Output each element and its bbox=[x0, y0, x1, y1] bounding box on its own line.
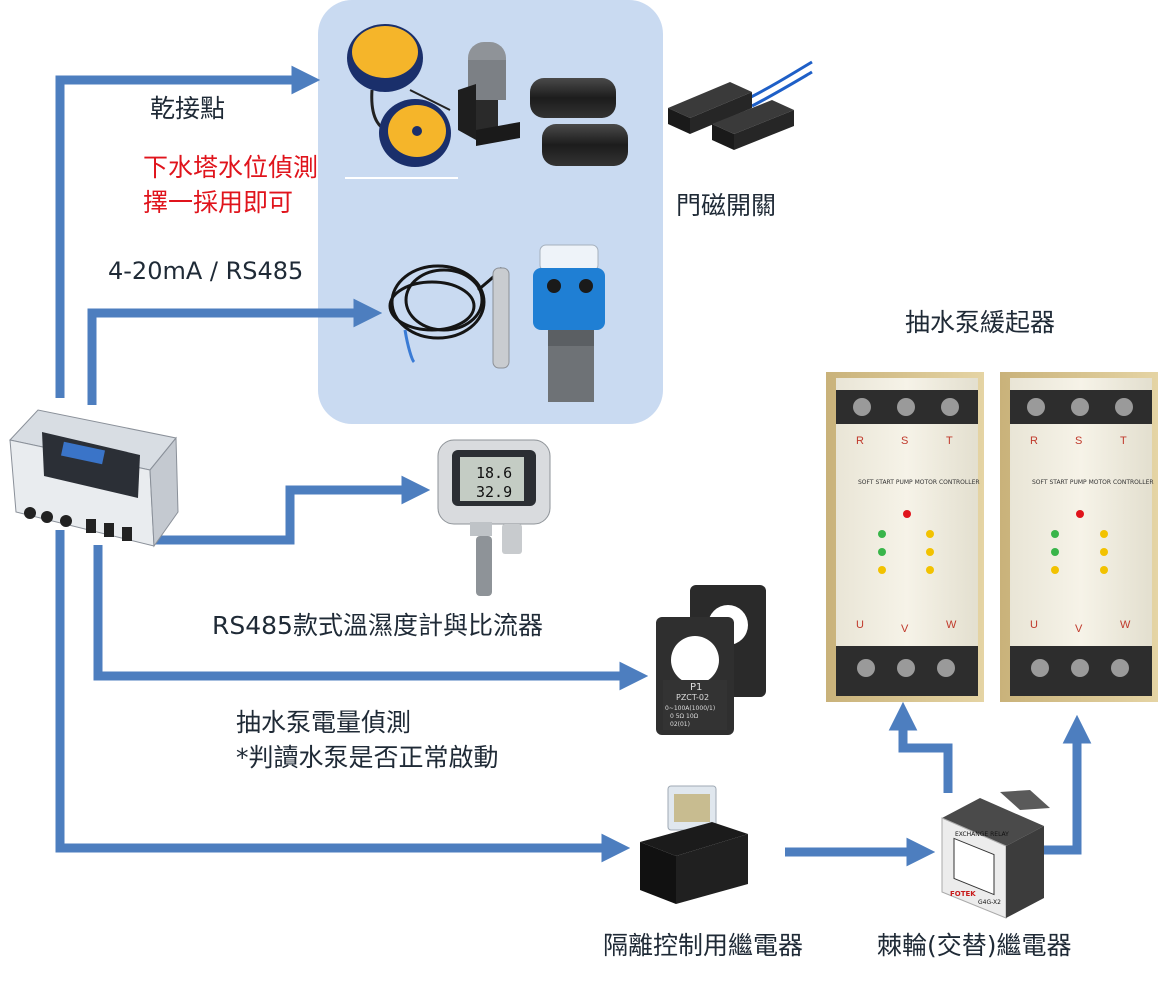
relay-brand: FOTEK bbox=[950, 890, 976, 898]
starter2-phase-v: V bbox=[1075, 623, 1083, 635]
arrow-temp-humidity bbox=[155, 475, 431, 545]
arrow-analog bbox=[87, 298, 383, 405]
float-switch-icon bbox=[347, 24, 451, 167]
starter2-phase-u: U bbox=[1030, 619, 1038, 631]
starter2-title: SOFT START PUMP MOTOR CONTROLLER bbox=[1032, 479, 1154, 486]
ct-label: P1 bbox=[690, 682, 702, 693]
ct-spec2: 0 5Ω 10Ω bbox=[670, 713, 699, 720]
starter1-phase-r: R bbox=[856, 435, 864, 447]
starter1-phase-t: T bbox=[946, 435, 953, 447]
controller-box bbox=[9, 409, 179, 548]
label-water-tower-1: 下水塔水位偵測 bbox=[143, 153, 319, 182]
temp-humidity-meter-icon bbox=[437, 439, 551, 596]
capsule-level-switch-icon bbox=[530, 78, 628, 166]
label-pump-soft-starter: 抽水泵緩起器 bbox=[905, 308, 1056, 337]
starter2-phase-w: W bbox=[1120, 619, 1131, 631]
arrow-isolation-relay bbox=[55, 530, 631, 863]
label-temp-humidity-ct: RS485款式溫濕度計與比流器 bbox=[212, 611, 543, 640]
starter1-phase-u: U bbox=[856, 619, 864, 631]
ct-code: 02(01) bbox=[670, 721, 690, 728]
starter1-phase-w: W bbox=[946, 619, 957, 631]
th-reading-1: 18.6 bbox=[476, 464, 512, 482]
label-analog-rs485: 4-20mA / RS485 bbox=[108, 257, 304, 285]
starter1-phase-s: S bbox=[901, 435, 908, 447]
level-probe-icon bbox=[492, 267, 510, 369]
starter2-phase-t: T bbox=[1120, 435, 1127, 447]
ct-spec: 0~100A(1000/1) bbox=[665, 705, 715, 712]
starter1-title: SOFT START PUMP MOTOR CONTROLLER bbox=[858, 479, 980, 486]
label-door-switch: 門磁開關 bbox=[676, 191, 777, 220]
label-ratchet-relay: 棘輪(交替)繼電器 bbox=[877, 931, 1072, 960]
label-pump-power-1: 抽水泵電量偵測 bbox=[236, 708, 412, 737]
label-isolation-relay: 隔離控制用繼電器 bbox=[603, 931, 804, 960]
door-magnetic-switch-icon bbox=[668, 60, 813, 150]
label-water-tower-2: 擇一採用即可 bbox=[143, 188, 294, 217]
th-reading-2: 32.9 bbox=[476, 483, 512, 501]
relay-title: EXCHANGE RELAY bbox=[955, 831, 1009, 838]
arrow-ratchet-to-starter2 bbox=[1042, 714, 1092, 855]
arrow-dry-contact bbox=[55, 65, 321, 398]
starter1-phase-v: V bbox=[901, 623, 909, 635]
starter2-phase-s: S bbox=[1075, 435, 1082, 447]
current-transformer-icon bbox=[656, 585, 766, 735]
soft-starter-2-icon bbox=[1000, 372, 1158, 702]
relay-model: G4G-X2 bbox=[978, 899, 1001, 906]
arrow-current-transformer bbox=[93, 545, 649, 691]
arrow-ratchet-to-starter1 bbox=[888, 701, 953, 793]
ratchet-relay-icon bbox=[941, 790, 1050, 919]
ct-model: PZCT-02 bbox=[676, 693, 709, 702]
starter2-phase-r: R bbox=[1030, 435, 1038, 447]
label-dry-contact: 乾接點 bbox=[150, 94, 226, 123]
submersible-level-transmitter-icon bbox=[388, 264, 504, 364]
ultrasonic-level-meter-icon bbox=[533, 244, 605, 402]
isolation-relay-icon bbox=[640, 785, 748, 904]
soft-starter-1-icon bbox=[826, 372, 984, 702]
level-sensor-bracket-icon bbox=[458, 42, 520, 146]
label-pump-power-2: *判讀水泵是否正常啟動 bbox=[236, 743, 499, 772]
